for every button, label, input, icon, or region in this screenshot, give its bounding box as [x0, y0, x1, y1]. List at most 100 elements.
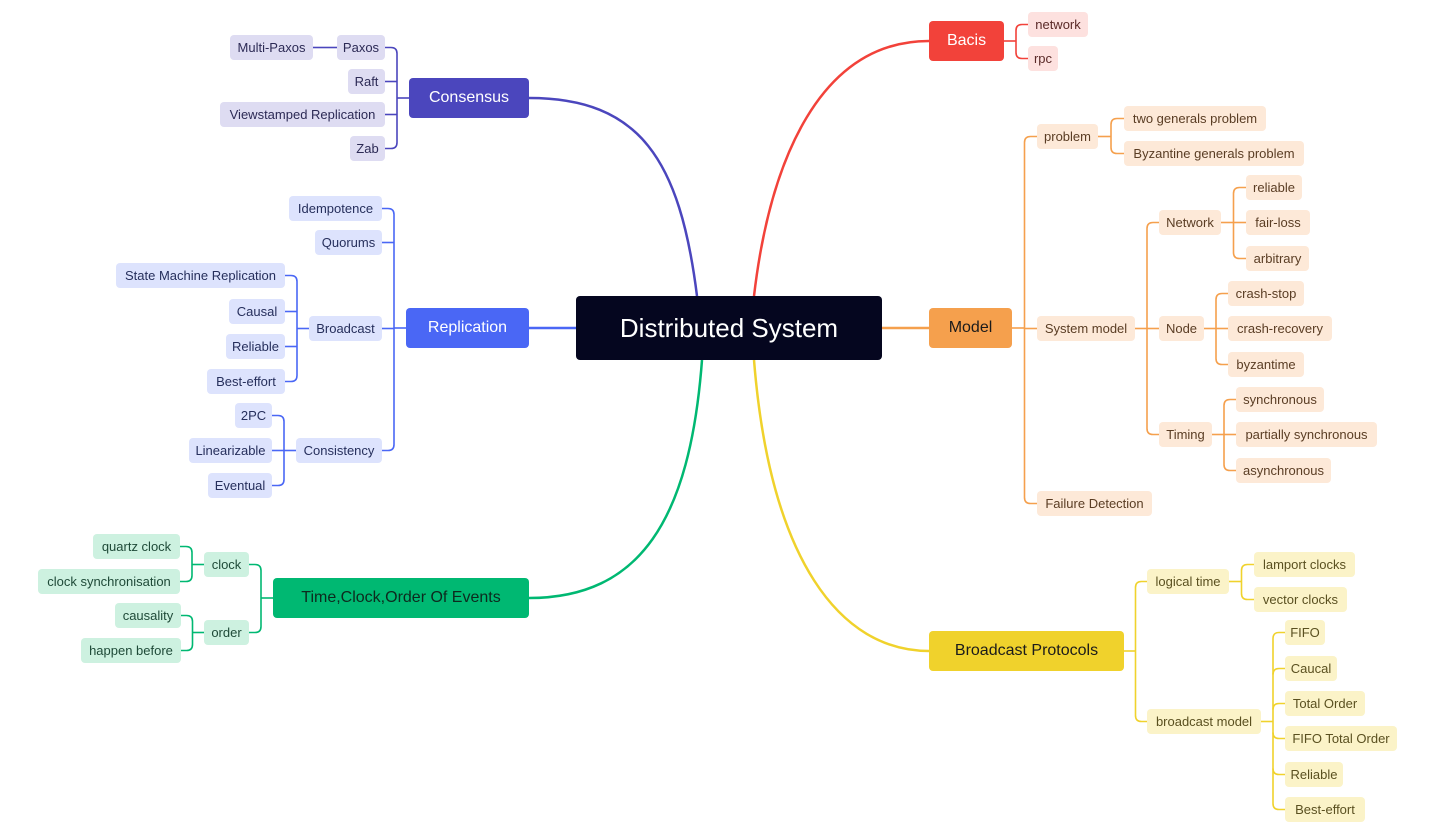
- edge-clock-branch: [180, 545, 193, 553]
- edge-logical-time-branch: [1240, 563, 1254, 571]
- topic-crash-stop[interactable]: crash-stop: [1228, 281, 1304, 306]
- edge-timing-branch: [1223, 464, 1236, 472]
- topic-broadcast-model[interactable]: broadcast model: [1147, 709, 1261, 734]
- main-topic-bacis[interactable]: Bacis: [929, 21, 1004, 61]
- edge-consistency-branch: [272, 414, 285, 422]
- edge-replication-branch: [382, 207, 395, 215]
- topic-clock[interactable]: clock: [204, 552, 249, 577]
- edge-broadcast-model-branch: [1272, 702, 1285, 710]
- topic-state-machine-replication[interactable]: State Machine Replication: [116, 263, 285, 288]
- topic-crash-recovery[interactable]: crash-recovery: [1228, 316, 1332, 341]
- topic-vector-clocks[interactable]: vector clocks: [1254, 587, 1347, 612]
- edge-bacis-branch: [1015, 23, 1028, 31]
- edge-broadcast-model-branch: [1272, 732, 1285, 740]
- topic-rpc[interactable]: rpc: [1028, 46, 1058, 71]
- edge-broadcast-model-branch: [1272, 803, 1285, 811]
- edge-order-branch: [181, 614, 194, 622]
- edge-model-branch: [1023, 497, 1037, 505]
- topic-problem[interactable]: problem: [1037, 124, 1098, 149]
- topic-lamport-clocks[interactable]: lamport clocks: [1254, 552, 1355, 577]
- topic-fair-loss[interactable]: fair-loss: [1246, 210, 1310, 235]
- edge-model-branch: [1023, 135, 1037, 143]
- edge-bacis-branch: [1015, 52, 1028, 60]
- edge-root-time: [528, 359, 704, 600]
- main-topic-time-clock-order[interactable]: Time,Clock,Order Of Events: [273, 578, 529, 618]
- edge-root-broadcast: [752, 359, 930, 653]
- main-topic-consensus[interactable]: Consensus: [409, 78, 529, 118]
- topic-raft[interactable]: Raft: [348, 69, 385, 94]
- topic-causal[interactable]: Causal: [229, 299, 285, 324]
- topic-paxos[interactable]: Paxos: [337, 35, 385, 60]
- edge-problem-branch: [1110, 147, 1124, 155]
- edge-node-branch: [1215, 292, 1228, 300]
- topic-synchronous[interactable]: synchronous: [1236, 387, 1324, 412]
- topic-zab[interactable]: Zab: [350, 136, 385, 161]
- topic-byzantime[interactable]: byzantime: [1228, 352, 1304, 377]
- topic-two-generals-problem[interactable]: two generals problem: [1124, 106, 1266, 131]
- edge-repl-broadcast-branch: [285, 375, 298, 383]
- edge-broadcast-model-branch: [1272, 631, 1285, 639]
- edge-broadcast-model-branch: [1272, 768, 1285, 776]
- topic-eventual[interactable]: Eventual: [208, 473, 272, 498]
- topic-best-effort-broadcast[interactable]: Best-effort: [207, 369, 285, 394]
- edge-system-model-branch: [1146, 221, 1159, 229]
- edge-broadcast-model-branch: [1272, 667, 1285, 675]
- topic-byzantine-generals-problem[interactable]: Byzantine generals problem: [1124, 141, 1304, 166]
- topic-causality[interactable]: causality: [115, 603, 181, 628]
- edge-time-branch: [249, 626, 262, 634]
- topic-partially-synchronous[interactable]: partially synchronous: [1236, 422, 1377, 447]
- edge-time-branch: [249, 563, 262, 571]
- topic-multi-paxos[interactable]: Multi-Paxos: [230, 35, 313, 60]
- topic-quartz-clock[interactable]: quartz clock: [93, 534, 180, 559]
- topic-total-order[interactable]: Total Order: [1285, 691, 1365, 716]
- edge-network-branch: [1232, 252, 1246, 260]
- edge-repl-broadcast-branch: [285, 274, 298, 282]
- edge-clock-branch: [180, 575, 193, 583]
- topic-order[interactable]: order: [204, 620, 249, 645]
- topic-idempotence[interactable]: Idempotence: [289, 196, 382, 221]
- topic-network-model[interactable]: Network: [1159, 210, 1221, 235]
- root-node-distributed-system[interactable]: Distributed System: [576, 296, 882, 360]
- main-topic-broadcast-protocols[interactable]: Broadcast Protocols: [929, 631, 1124, 671]
- main-topic-model[interactable]: Model: [929, 308, 1012, 348]
- topic-reliable[interactable]: Reliable: [1285, 762, 1343, 787]
- edge-order-branch: [181, 644, 194, 652]
- topic-happen-before[interactable]: happen before: [81, 638, 181, 663]
- topic-viewstamped-replication[interactable]: Viewstamped Replication: [220, 102, 385, 127]
- topic-fifo-total-order[interactable]: FIFO Total Order: [1285, 726, 1397, 751]
- topic-failure-detection[interactable]: Failure Detection: [1037, 491, 1152, 516]
- edge-root-bacis: [752, 39, 930, 297]
- topic-2pc[interactable]: 2PC: [235, 403, 272, 428]
- topic-logical-time[interactable]: logical time: [1147, 569, 1229, 594]
- topic-best-effort[interactable]: Best-effort: [1285, 797, 1365, 822]
- main-topic-replication[interactable]: Replication: [406, 308, 529, 348]
- edge-broadcast-branch: [1134, 580, 1147, 588]
- edge-timing-branch: [1223, 398, 1236, 406]
- edge-node-branch: [1215, 358, 1228, 366]
- topic-clock-synchronisation[interactable]: clock synchronisation: [38, 569, 180, 594]
- topic-consistency[interactable]: Consistency: [296, 438, 382, 463]
- edge-consensus-branch: [385, 46, 398, 54]
- edge-system-model-branch: [1146, 428, 1159, 436]
- topic-reliable-broadcast[interactable]: Reliable: [226, 334, 285, 359]
- topic-quorums[interactable]: Quorums: [315, 230, 382, 255]
- topic-system-model[interactable]: System model: [1037, 316, 1135, 341]
- topic-broadcast[interactable]: Broadcast: [309, 316, 382, 341]
- edge-broadcast-branch: [1134, 715, 1147, 723]
- edge-consistency-branch: [272, 479, 285, 487]
- edge-network-branch: [1232, 186, 1246, 194]
- topic-reliable[interactable]: reliable: [1246, 175, 1302, 200]
- topic-caucal[interactable]: Caucal: [1285, 656, 1337, 681]
- edge-replication-branch: [382, 444, 395, 452]
- topic-linearizable[interactable]: Linearizable: [189, 438, 272, 463]
- topic-timing-model[interactable]: Timing: [1159, 422, 1212, 447]
- edge-logical-time-branch: [1240, 593, 1254, 601]
- topic-network[interactable]: network: [1028, 12, 1088, 37]
- topic-arbitrary[interactable]: arbitrary: [1246, 246, 1309, 271]
- topic-node-model[interactable]: Node: [1159, 316, 1204, 341]
- topic-fifo[interactable]: FIFO: [1285, 620, 1325, 645]
- edge-problem-branch: [1110, 117, 1124, 125]
- topic-asynchronous[interactable]: asynchronous: [1236, 458, 1331, 483]
